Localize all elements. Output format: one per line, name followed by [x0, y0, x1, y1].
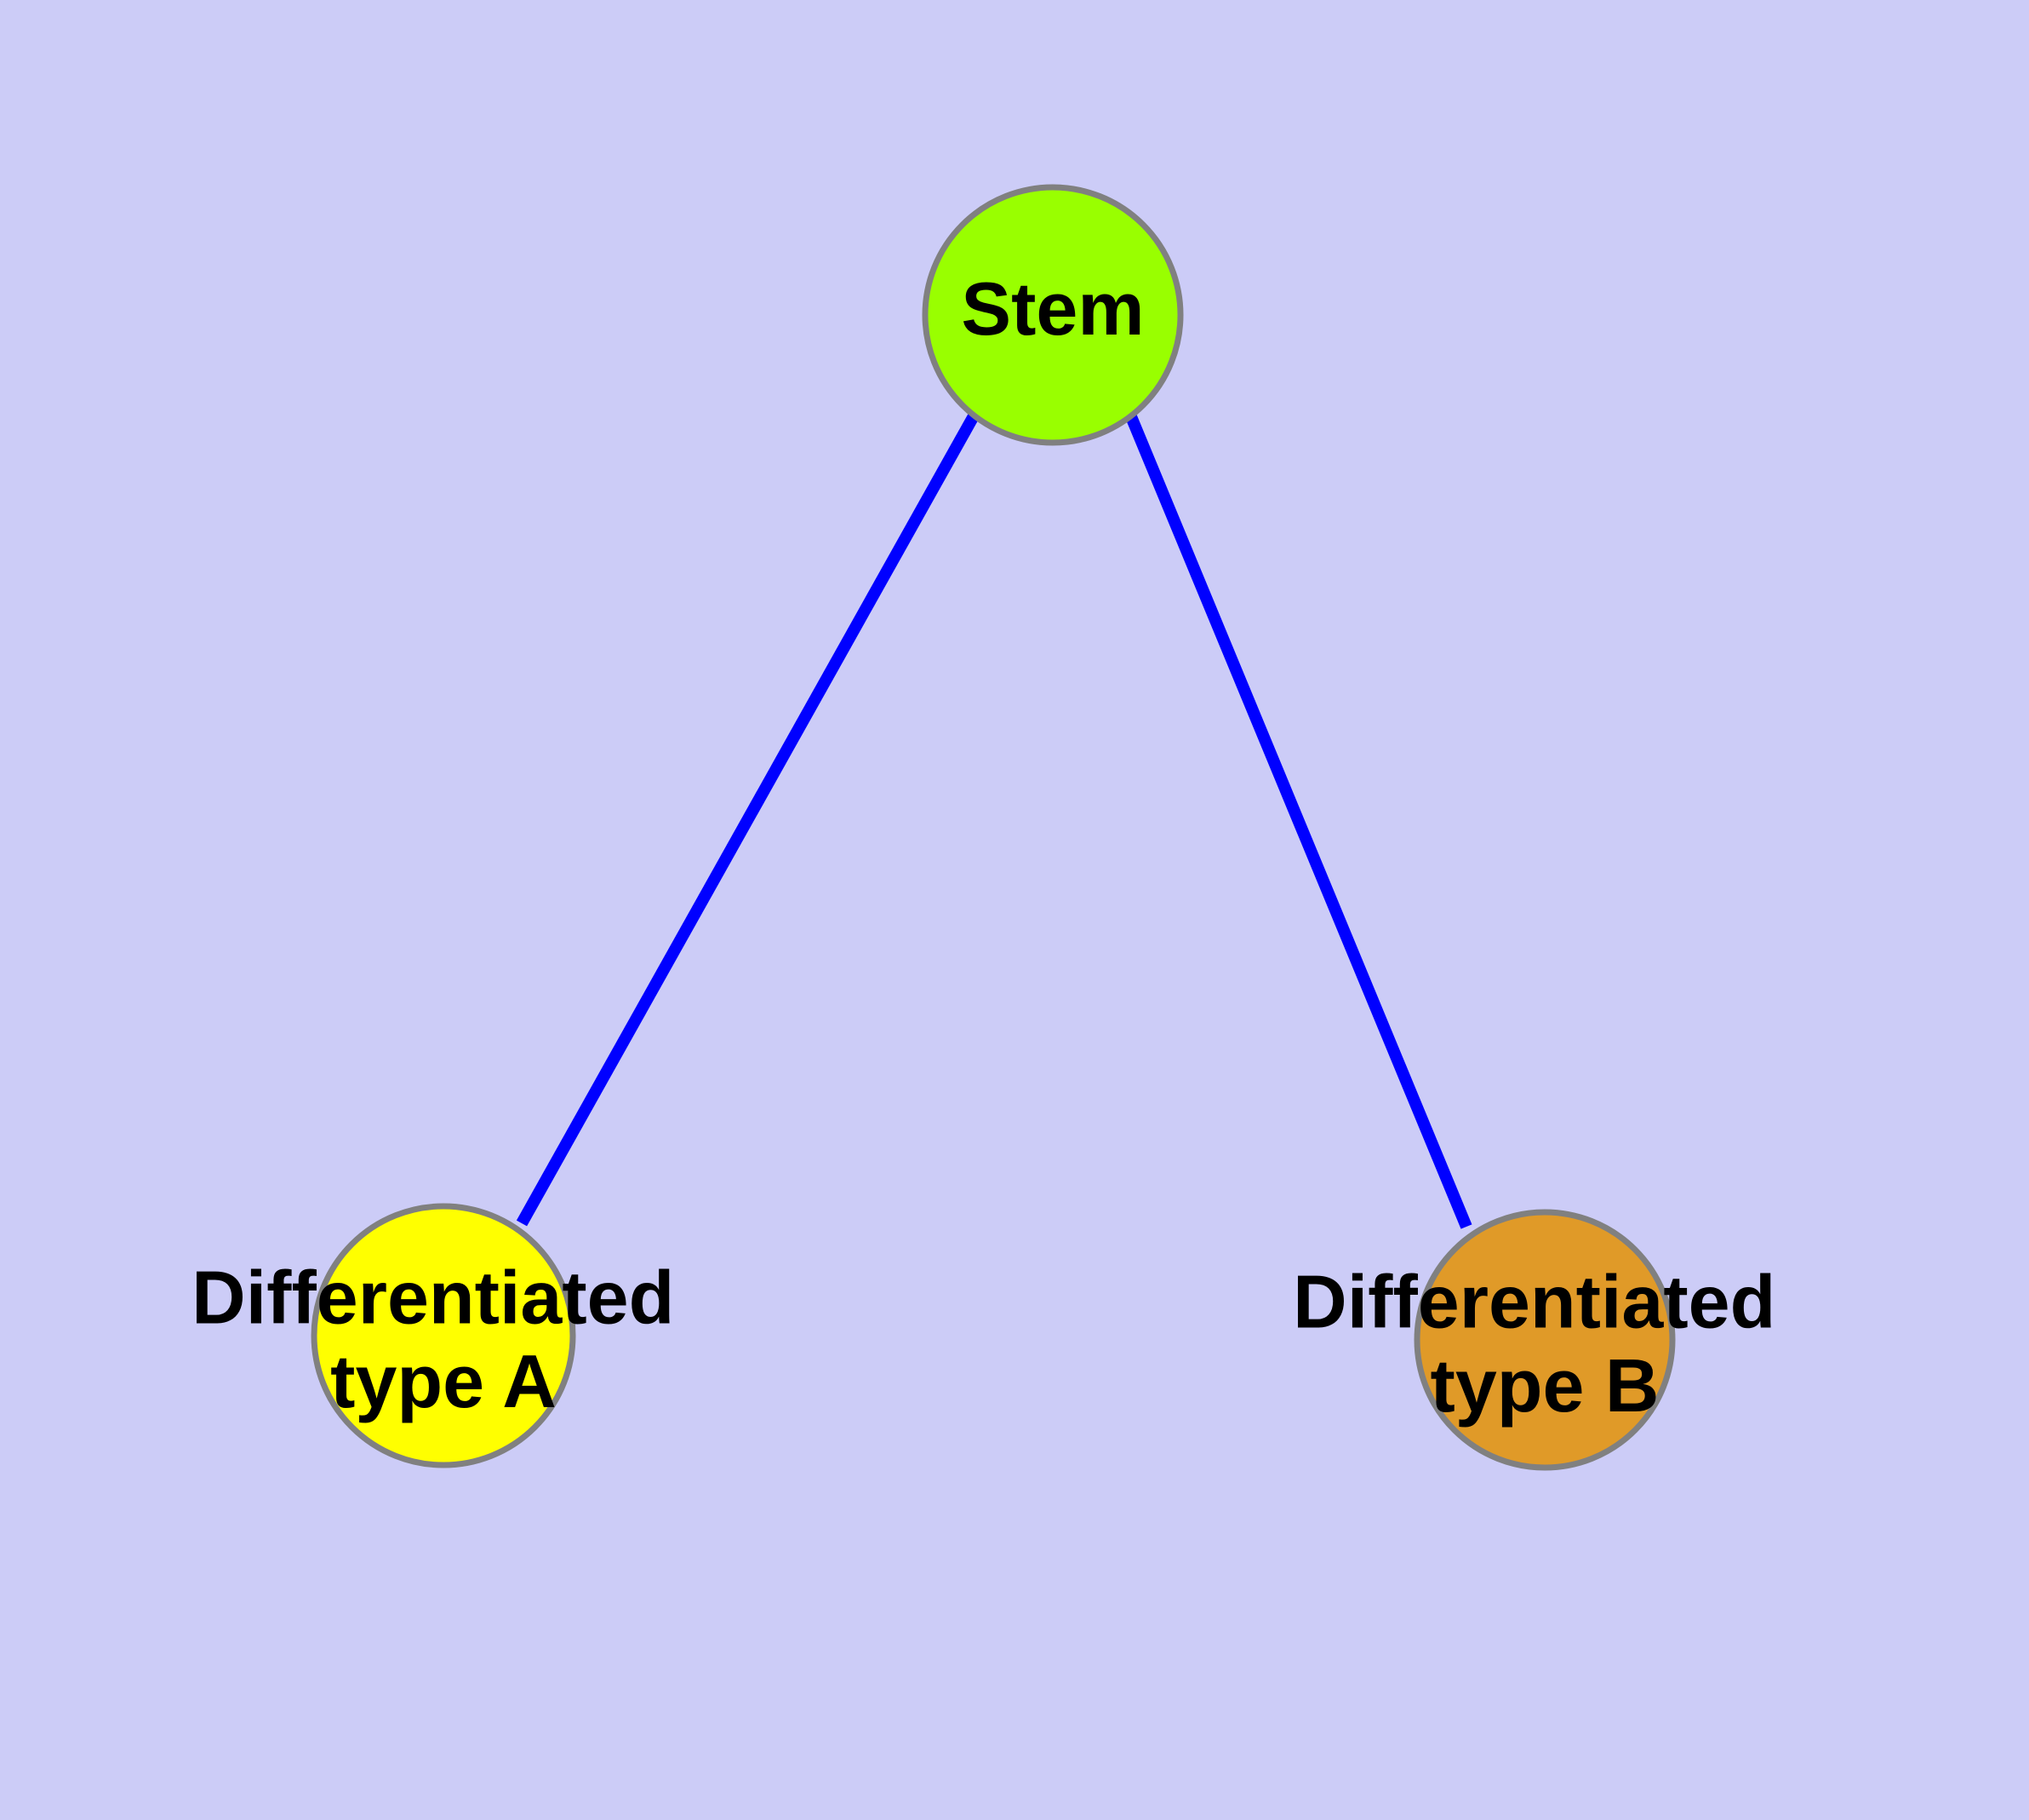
edge-stem-to-diff-b [1124, 412, 1472, 1229]
node-stem-circle[interactable] [922, 184, 1184, 446]
node-diff-a-circle[interactable] [311, 1203, 576, 1468]
node-diff-b-label: Differentiated type B [1293, 1260, 1797, 1428]
node-diff-a[interactable]: Differentiated type A [191, 1203, 695, 1468]
node-stem-label-line-1: Stem [961, 266, 1144, 351]
edges-group [516, 411, 1472, 1229]
node-diff-b[interactable]: Differentiated type B [1293, 1209, 1797, 1471]
node-stem-label: Stem [961, 266, 1144, 351]
node-diff-a-label: Differentiated type A [191, 1256, 695, 1424]
node-diff-b-circle[interactable] [1414, 1209, 1676, 1471]
edge-stem-to-diff-a [516, 411, 980, 1227]
node-diff-a-label-line-2: type A [330, 1339, 557, 1423]
node-stem[interactable]: Stem [922, 184, 1184, 446]
node-diff-b-label-line-2: type B [1431, 1343, 1660, 1428]
nodes-group: Stem Differentiated type A Differentiate… [191, 184, 1797, 1471]
node-diff-b-label-line-1: Differentiated [1293, 1260, 1775, 1344]
node-diff-a-label-line-1: Differentiated [191, 1256, 674, 1340]
